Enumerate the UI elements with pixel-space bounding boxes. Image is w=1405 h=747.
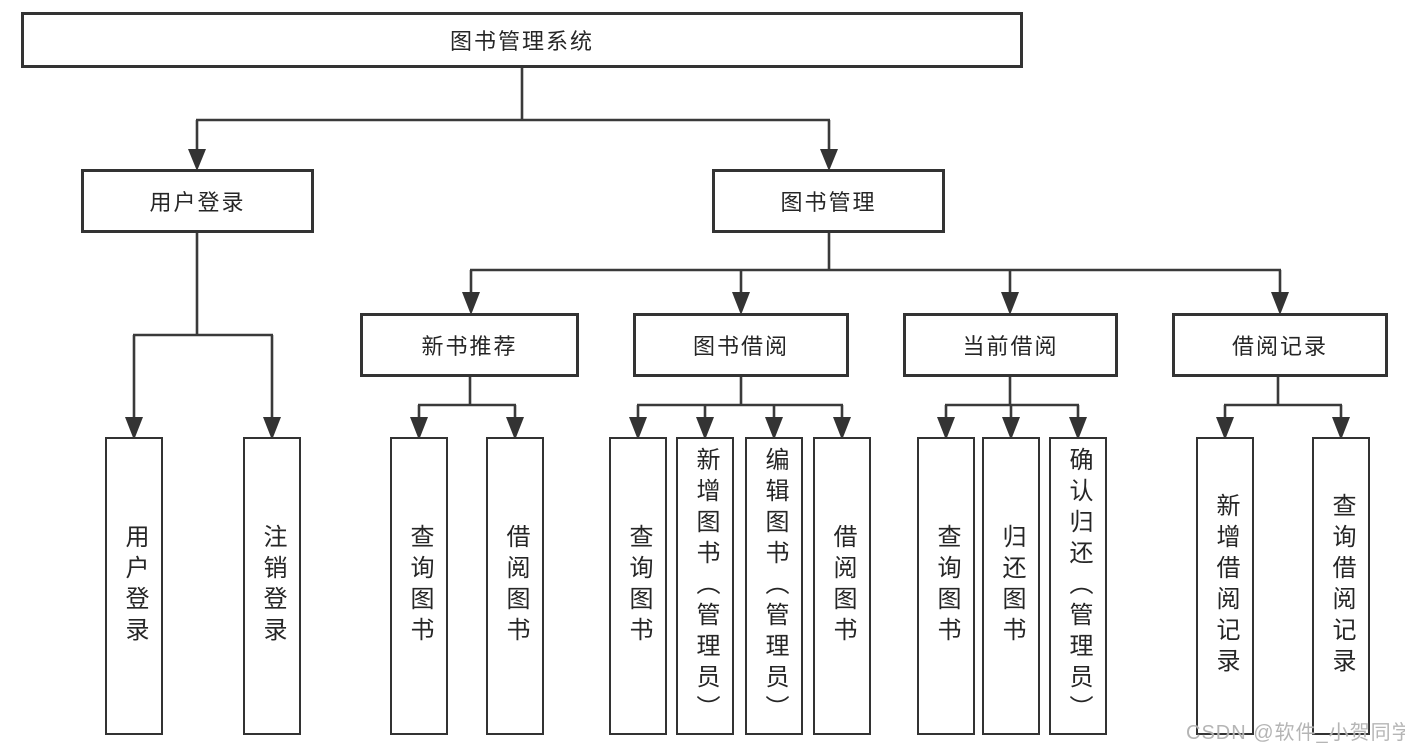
leaf-user-login: 用户登录 [105,437,163,735]
leaf-borrow-books: 借阅图书 [813,437,871,735]
connector-borrow-records-to-leaves [1216,377,1350,440]
leaf-query-books-current: 查询图书 [917,437,975,735]
leaf-query-books-borrow: 查询图书 [609,437,667,735]
node-book-management: 图书管理 [712,169,945,233]
node-root-system: 图书管理系统 [21,12,1023,68]
node-current-borrow: 当前借阅 [903,313,1118,377]
node-new-book-recommend: 新书推荐 [360,313,579,377]
csdn-watermark: CSDN @软件_小贺同学 [1186,722,1405,744]
connector-book-borrow-to-leaves [629,377,851,440]
connector-new-book-to-leaves [410,377,524,440]
leaf-logout: 注销登录 [243,437,301,735]
leaf-edit-books-admin: 编辑图书（管理员） [745,437,803,735]
node-user-login: 用户登录 [81,169,314,233]
connector-root-to-level2 [188,68,838,171]
leaf-confirm-return-admin: 确认归还（管理员） [1049,437,1107,735]
leaf-query-books-recommend: 查询图书 [390,437,448,735]
connector-book-management-to-level3 [462,233,1289,315]
leaf-query-borrow-record: 查询借阅记录 [1312,437,1370,735]
leaf-add-borrow-record: 新增借阅记录 [1196,437,1254,735]
connector-user-login-to-leaves [125,233,281,440]
node-book-borrow: 图书借阅 [633,313,849,377]
leaf-return-books: 归还图书 [982,437,1040,735]
connector-current-borrow-to-leaves [937,377,1087,440]
leaf-borrow-books-recommend: 借阅图书 [486,437,544,735]
leaf-add-books-admin: 新增图书（管理员） [676,437,734,735]
node-borrow-records: 借阅记录 [1172,313,1388,377]
